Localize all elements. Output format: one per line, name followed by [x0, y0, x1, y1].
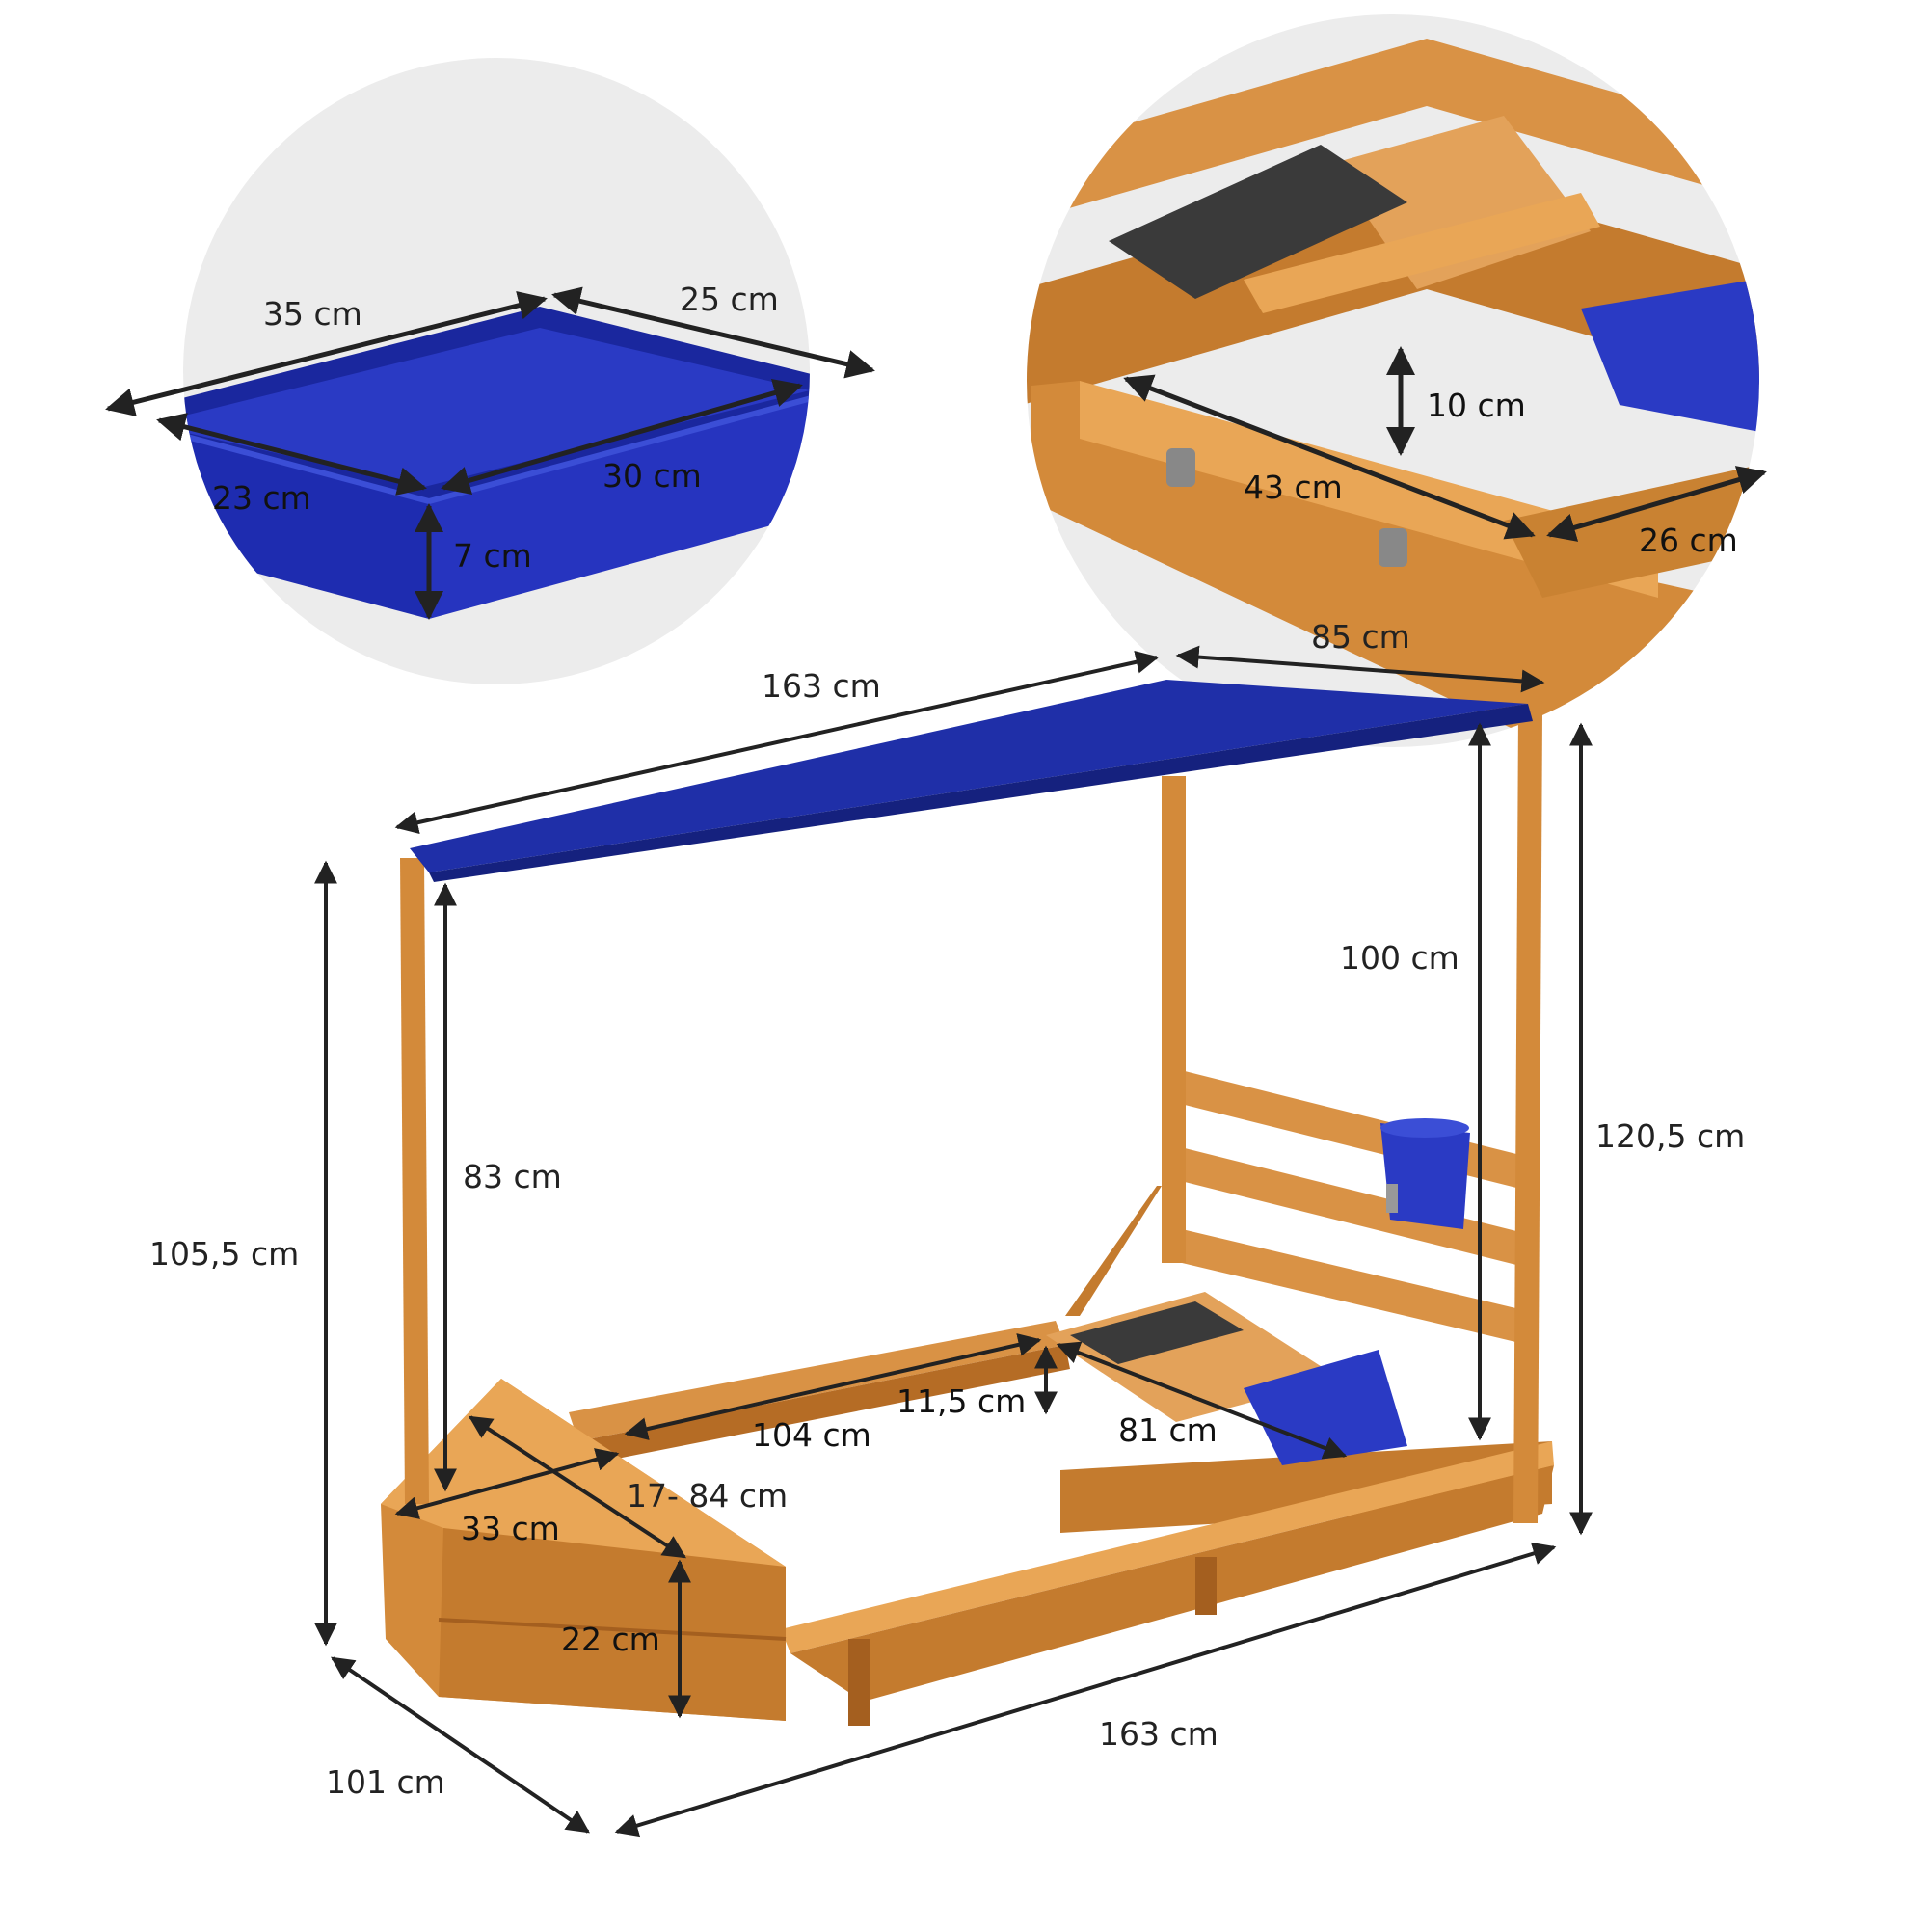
length-arrow — [614, 1542, 1557, 1838]
water-bucket — [1380, 1118, 1470, 1229]
canopy — [410, 680, 1528, 872]
seat-height-label: 11,5 cm — [897, 1382, 1026, 1420]
inner-length-arrow — [624, 1333, 1042, 1440]
tray-inset: 35 cm 25 cm 23 cm 30 cm 7 cm — [105, 58, 875, 684]
depth-arrow — [331, 1656, 590, 1834]
front-mast — [400, 858, 429, 1504]
kitchen-top-width-label: 85 cm — [1311, 618, 1410, 656]
depth-label: 101 cm — [326, 1763, 445, 1801]
bench-depth-arrow — [1546, 466, 1767, 542]
canopy-length-arrow — [394, 650, 1160, 835]
left-total-height-label: 105,5 cm — [149, 1235, 299, 1273]
tray-length-label: 35 cm — [263, 295, 362, 333]
kitchen-inset: 10 cm 43 cm 26 cm — [1027, 14, 1767, 747]
tray-inner-width-label: 23 cm — [212, 479, 311, 517]
length-label: 163 cm — [1099, 1715, 1218, 1753]
inner-width-label: 81 cm — [1118, 1411, 1218, 1449]
inner-width-arrow — [1056, 1341, 1348, 1460]
tray-length-arrow — [105, 291, 548, 416]
rear-mast — [1513, 713, 1542, 1523]
bench-depth-label: 26 cm — [1639, 522, 1738, 559]
front-bench-leg — [848, 1639, 870, 1726]
tray-depth-label: 7 cm — [453, 537, 532, 575]
right-inner-height-label: 100 cm — [1340, 939, 1459, 977]
bench-length-arrow — [1123, 374, 1536, 540]
left-inner-height-label: 83 cm — [463, 1158, 562, 1195]
sandbox-illustration — [381, 680, 1554, 1726]
total-height-label: 120,5 cm — [1595, 1117, 1745, 1155]
bow-width-label: 33 cm — [461, 1510, 560, 1547]
step-height-label: 10 cm — [1427, 387, 1526, 424]
middle-mast — [1162, 776, 1186, 1263]
tray-width-label: 25 cm — [680, 281, 779, 318]
canopy-length-label: 163 cm — [762, 667, 881, 705]
bench-length-label: 43 cm — [1244, 469, 1343, 506]
dimension-arrows — [314, 645, 1593, 1838]
seat-range-label: 17- 84 cm — [627, 1477, 788, 1515]
tray-inner-length-arrow — [441, 379, 803, 495]
tray-inner-length-label: 30 cm — [602, 457, 702, 495]
kitchen-top-width-arrow — [1175, 645, 1545, 693]
bow-width-arrow — [394, 1448, 620, 1519]
tray-width-arrow — [551, 286, 875, 379]
front-bench-leg-2 — [1195, 1557, 1217, 1615]
inner-length-label: 104 cm — [752, 1416, 871, 1454]
bow-height-label: 22 cm — [561, 1621, 660, 1658]
tray-inner-width-arrow — [156, 413, 427, 496]
